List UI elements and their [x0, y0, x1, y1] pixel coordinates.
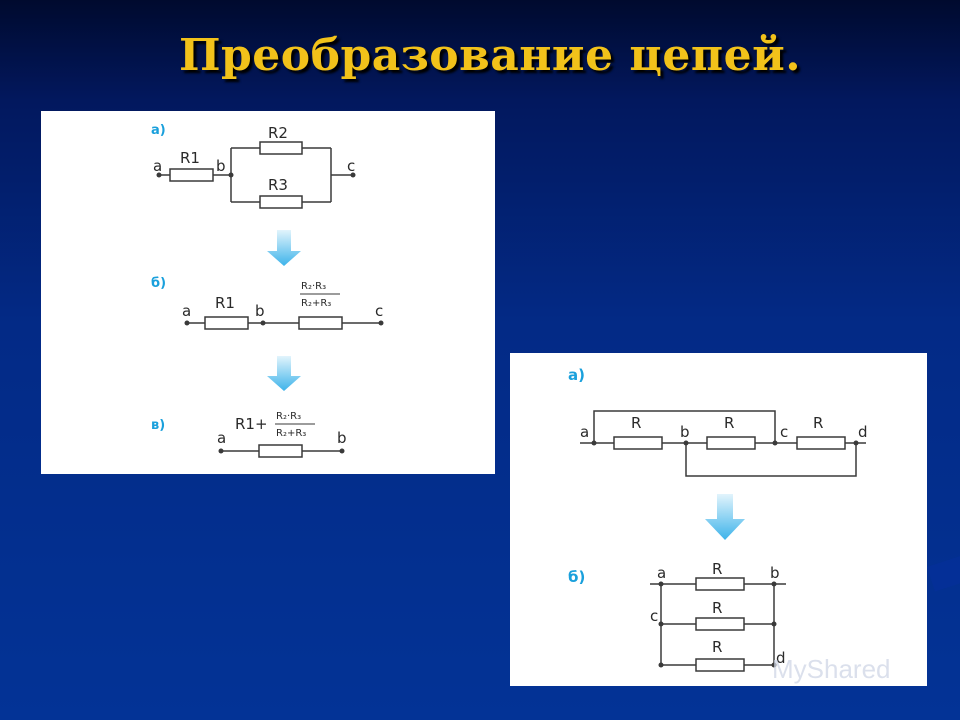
node-a: a	[580, 423, 589, 441]
node-dot	[218, 448, 224, 454]
resistor-label-r1: R1	[180, 149, 200, 167]
resistor-label-r: R	[631, 414, 641, 432]
resistor-label-r2: R2	[268, 124, 288, 142]
resistor-label-r3: R3	[268, 176, 288, 194]
node-d: d	[776, 649, 786, 667]
node-b: b	[255, 302, 265, 320]
circuit-panel-1: а) a b c R1 R2 R3 б) a b c R1 R₂·R₃ R₂+R…	[41, 111, 495, 474]
circuit-panel-2: а) a b c d R R R б) a b c d R R R	[510, 353, 927, 686]
equivalent-prefix: R1+	[235, 415, 268, 433]
node-a: a	[182, 302, 191, 320]
down-arrow-icon	[705, 494, 745, 540]
resistor-r3	[259, 195, 303, 209]
node-a: a	[153, 157, 162, 175]
node-dot	[658, 621, 664, 627]
node-a: a	[217, 429, 226, 447]
node-dot	[771, 662, 777, 668]
node-dot	[156, 172, 162, 178]
node-c: c	[650, 607, 658, 625]
node-dot	[772, 440, 778, 446]
node-dot	[658, 581, 664, 587]
resistor-label-r: R	[813, 414, 823, 432]
resistor-r	[695, 577, 745, 591]
node-dot	[658, 662, 664, 668]
resistor-r	[613, 436, 663, 450]
node-dot	[350, 172, 356, 178]
node-dot	[378, 320, 384, 326]
node-dot	[853, 440, 859, 446]
step-label-a: а)	[568, 366, 585, 384]
fraction-numerator: R₂·R₃	[301, 281, 326, 292]
node-b: b	[680, 423, 690, 441]
resistor-label-r: R	[712, 560, 722, 578]
wire-bypass-top	[593, 410, 776, 443]
fraction-denominator: R₂+R₃	[276, 428, 306, 439]
node-dot	[228, 172, 234, 178]
background-shape	[926, 554, 960, 592]
node-c: c	[347, 157, 355, 175]
resistor-r	[695, 617, 745, 631]
slide-title: Преобразование цепей.	[178, 30, 802, 81]
node-dot	[591, 440, 597, 446]
node-dot	[339, 448, 345, 454]
node-dot	[184, 320, 190, 326]
resistor-label-r: R	[724, 414, 734, 432]
down-arrow-icon	[267, 356, 301, 391]
resistor-label-r1: R1	[215, 294, 235, 312]
node-dot	[771, 621, 777, 627]
step-label-c: в)	[151, 418, 165, 433]
fraction-numerator: R₂·R₃	[276, 411, 301, 422]
resistor-r	[796, 436, 846, 450]
resistor-r23	[298, 316, 343, 330]
node-c: c	[375, 302, 383, 320]
step-label-a: а)	[151, 123, 166, 138]
watermark-logo: MyShared	[772, 654, 891, 684]
node-dot	[683, 440, 689, 446]
fraction-denominator: R₂+R₃	[301, 298, 331, 309]
resistor-r	[695, 658, 745, 672]
node-b: b	[337, 429, 347, 447]
node-d: d	[858, 423, 868, 441]
resistor-label-r: R	[712, 638, 722, 656]
node-b: b	[770, 564, 780, 582]
resistor-r2	[259, 141, 303, 155]
resistor-label-r: R	[712, 599, 722, 617]
wire-bypass-bottom	[685, 443, 857, 477]
resistor-r1	[204, 316, 249, 330]
node-dot	[771, 581, 777, 587]
down-arrow-icon	[267, 230, 301, 266]
resistor-total	[258, 444, 303, 458]
circuit-diagram-2: а) a b c d R R R б) a b c d R R R	[568, 366, 868, 672]
step-label-b: б)	[568, 568, 585, 586]
node-c: c	[780, 423, 788, 441]
resistor-r1	[169, 168, 214, 182]
circuit-diagram-1: а) a b c R1 R2 R3 б) a b c R1 R₂·R₃ R₂+R…	[151, 123, 384, 458]
node-dot	[260, 320, 266, 326]
node-b: b	[216, 157, 226, 175]
node-a: a	[657, 564, 666, 582]
resistor-r	[706, 436, 756, 450]
step-label-b: б)	[151, 276, 166, 291]
